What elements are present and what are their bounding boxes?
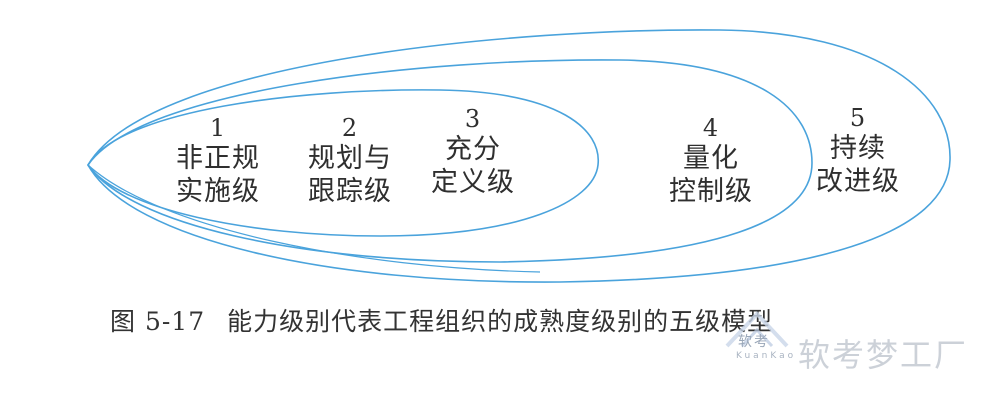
watermark-en: KuanKao	[736, 351, 797, 361]
level-1-line2: 实施级	[176, 176, 260, 207]
level-2-label: 2 规划与 跟踪级	[295, 114, 405, 208]
level-5-label: 5 持续 改进级	[803, 104, 913, 198]
level-5-line2: 改进级	[816, 166, 900, 197]
level-4-number: 4	[702, 114, 720, 142]
level-4-line1: 量化	[683, 143, 739, 174]
level-1-number: 1	[209, 114, 227, 142]
figure-caption: 图 5-17 能力级别代表工程组织的成熟度级别的五级模型	[110, 306, 950, 338]
level-5-number: 5	[849, 104, 867, 132]
watermark-logo-icon	[725, 311, 789, 348]
level-3-label: 3 充分 定义级	[418, 105, 528, 199]
level-2-number: 2	[341, 114, 359, 142]
level-3-number: 3	[464, 105, 482, 133]
level-4-label: 4 量化 控制级	[656, 114, 766, 208]
watermark-cn: 软考	[738, 334, 770, 350]
nested-ellipses	[87, 29, 951, 283]
ellipse-level-3	[87, 89, 599, 237]
watermark-brand: 软考梦工厂	[798, 336, 969, 374]
level-2-line2: 跟踪级	[308, 176, 392, 207]
level-1-line1: 非正规	[176, 143, 260, 174]
ellipse-level-5	[87, 29, 951, 283]
level-4-line2: 控制级	[669, 176, 753, 207]
level-1-label: 1 非正规 实施级	[163, 114, 273, 208]
ellipse-outline-extra	[87, 164, 541, 273]
level-3-line1: 充分	[445, 134, 501, 165]
figure-title: 能力级别代表工程组织的成熟度级别的五级模型	[227, 307, 774, 336]
level-2-line1: 规划与	[308, 143, 392, 174]
level-3-line2: 定义级	[431, 167, 515, 198]
ellipse-level-4	[87, 59, 813, 263]
figure-number: 图 5-17	[110, 307, 206, 336]
level-5-line1: 持续	[830, 133, 886, 164]
